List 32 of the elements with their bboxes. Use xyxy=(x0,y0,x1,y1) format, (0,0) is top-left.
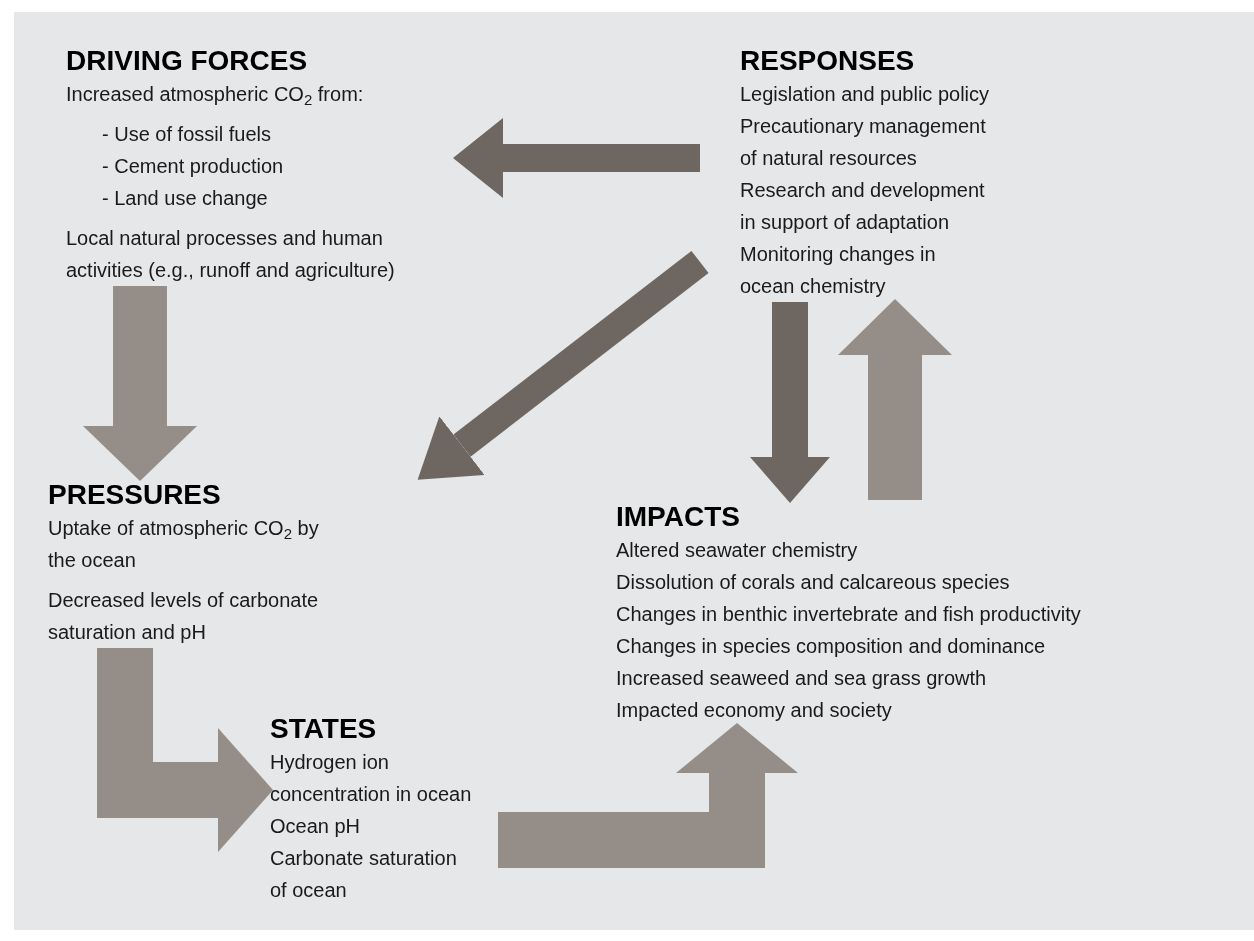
body-text: Altered seawater chemistry xyxy=(616,538,858,563)
body-text: Increased atmospheric CO$_{2}$ from: xyxy=(66,82,364,110)
heading: STATES xyxy=(270,712,377,746)
body-text: - Cement production xyxy=(102,154,284,179)
body-text: Local natural processes and human activities (e.g., runoff and agriculture) xyxy=(66,226,396,283)
body-text: Legislation and public policy xyxy=(740,82,990,107)
block-arrow xyxy=(417,250,709,480)
body-text: Monitoring changes in ocean chemistry xyxy=(740,242,937,299)
heading: IMPACTS xyxy=(616,500,740,534)
body-text: - Use of fossil fuels xyxy=(102,122,271,147)
body-text: Changes in species composition and dominance xyxy=(616,634,1046,659)
block-arrow xyxy=(453,118,700,198)
body-text: Changes in benthic invertebrate and fish productivity xyxy=(616,602,1081,627)
body-text: Precautionary management of natural resources xyxy=(740,114,987,171)
body-text: Research and development in support of adaptation xyxy=(740,178,986,235)
heading: PRESSURES xyxy=(48,478,221,512)
heading: RESPONSES xyxy=(740,44,915,78)
body-text: Hydrogen ion concentration in ocean xyxy=(270,750,473,807)
body-text: Decreased levels of carbonate saturation and pH xyxy=(48,588,320,645)
body-text: Increased seaweed and sea grass growth xyxy=(616,666,987,691)
block-arrow xyxy=(838,299,952,500)
body-text: Ocean pH xyxy=(270,814,361,839)
body-text: - Land use change xyxy=(102,186,268,211)
body-text: Impacted economy and society xyxy=(616,698,892,723)
block-arrow xyxy=(750,302,830,503)
heading: DRIVING FORCES xyxy=(66,44,308,78)
body-text: Uptake of atmospheric CO$_{2}$ by the ocean xyxy=(48,516,320,573)
body-text: Carbonate saturation of ocean xyxy=(270,846,458,903)
block-arrow xyxy=(97,648,273,852)
body-text: Dissolution of corals and calcareous species xyxy=(616,570,1010,595)
block-arrow xyxy=(498,723,798,868)
block-arrow xyxy=(83,286,197,481)
